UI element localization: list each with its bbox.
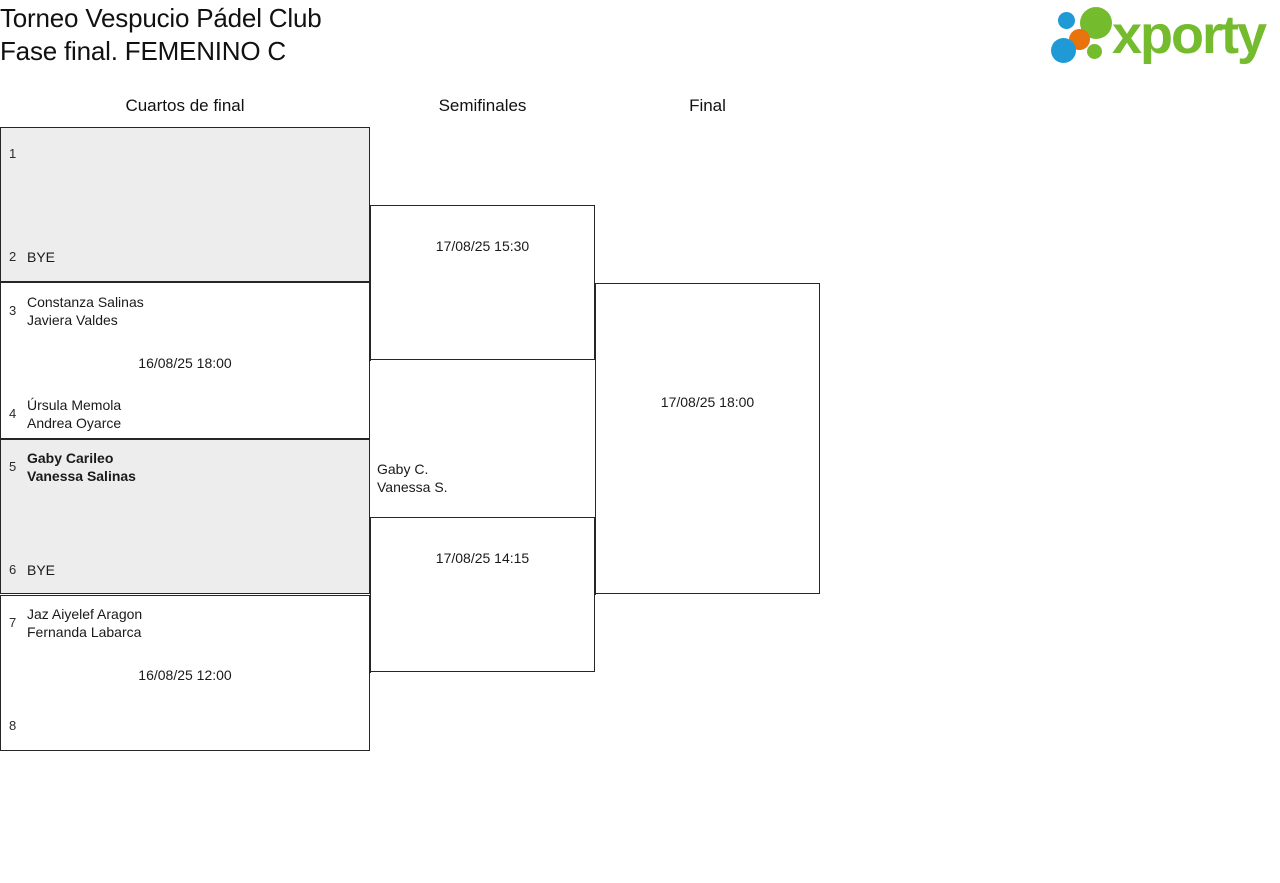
qf-4-top-names: Jaz Aiyelef Aragon Fernanda Labarca (27, 606, 143, 640)
connector-qf1-to-sf1 (369, 205, 371, 206)
connector-qf3-to-sf2 (369, 517, 371, 518)
qf-2-slot-top[interactable]: 3 Constanza Salinas Javiera Valdes (1, 293, 369, 329)
connector-sf2-to-final (594, 594, 596, 595)
match-box-qf-3[interactable]: 5 Gaby Carileo Vanessa Salinas 6 BYE (0, 439, 370, 594)
round-header-quarterfinals: Cuartos de final (125, 96, 245, 115)
round-header-final: Final (689, 96, 726, 115)
connector-sf1-to-final (594, 283, 596, 284)
match-box-qf-1[interactable]: 1 2 BYE (0, 127, 370, 282)
logo-wordmark: xporty (1112, 5, 1267, 65)
final-date: 17/08/25 18:00 (660, 394, 755, 410)
qf-1-slot-top[interactable]: 1 (1, 145, 369, 163)
qf-3-bottom-seed: 6 (9, 562, 17, 577)
match-box-final[interactable]: 17/08/25 18:00 (595, 283, 820, 594)
sf-2-date: 17/08/25 14:15 (435, 550, 530, 566)
qf-4-slot-top[interactable]: 7 Jaz Aiyelef Aragon Fernanda Labarca (1, 605, 369, 641)
match-box-qf-2[interactable]: 3 Constanza Salinas Javiera Valdes 16/08… (0, 282, 370, 439)
logo-dot-green-small-icon (1087, 44, 1102, 59)
sf-1-date: 17/08/25 15:30 (435, 238, 530, 254)
connector-qf4-to-sf2 (369, 672, 371, 673)
page-header: Torneo Vespucio Pádel Club Fase final. F… (0, 0, 1280, 75)
qf-4-slot-bottom[interactable]: 8 (1, 717, 369, 735)
qf-3-bottom-names: BYE (27, 562, 56, 578)
match-box-sf-2[interactable]: 17/08/25 14:15 (370, 517, 595, 672)
qf-1-slot-bottom[interactable]: 2 BYE (1, 248, 369, 266)
qf-2-bottom-names: Úrsula Memola Andrea Oyarce (27, 397, 122, 431)
qf-4-top-seed: 7 (9, 615, 17, 630)
qf-3-slot-bottom[interactable]: 6 BYE (1, 561, 369, 579)
connector-qf2-to-sf1 (369, 360, 371, 361)
qf-4-date: 16/08/25 12:00 (138, 667, 232, 683)
logo-dots-icon (1050, 6, 1116, 66)
qf-1-bottom-names: BYE (27, 249, 56, 265)
page-title: Torneo Vespucio Pádel Club Fase final. F… (0, 2, 322, 68)
qf-2-top-seed: 3 (9, 303, 17, 318)
xporty-logo[interactable]: xporty (1050, 5, 1278, 66)
qf-1-top-seed: 1 (9, 146, 17, 161)
qf-4-bottom-seed: 8 (9, 718, 17, 733)
qf-3-top-names: Gaby Carileo Vanessa Salinas (27, 450, 136, 484)
logo-dot-blue-large-icon (1051, 38, 1076, 63)
qf-2-slot-bottom[interactable]: 4 Úrsula Memola Andrea Oyarce (1, 396, 369, 432)
match-box-qf-4[interactable]: 7 Jaz Aiyelef Aragon Fernanda Labarca 16… (0, 595, 370, 751)
tournament-phase: Fase final. FEMENINO C (0, 36, 286, 66)
qf-2-bottom-seed: 4 (9, 406, 17, 421)
qf-2-top-names: Constanza Salinas Javiera Valdes (27, 294, 144, 328)
qf-2-date: 16/08/25 18:00 (138, 355, 232, 371)
logo-dot-blue-small-icon (1058, 12, 1075, 29)
sf-2-advance-label: Gaby C. Vanessa S. (377, 461, 448, 495)
qf-3-slot-top[interactable]: 5 Gaby Carileo Vanessa Salinas (1, 449, 369, 485)
match-box-sf-1[interactable]: 17/08/25 15:30 (370, 205, 595, 360)
tournament-name: Torneo Vespucio Pádel Club (0, 3, 322, 33)
round-header-semifinals: Semifinales (438, 96, 527, 115)
qf-3-top-seed: 5 (9, 459, 17, 474)
qf-1-bottom-seed: 2 (9, 249, 17, 264)
